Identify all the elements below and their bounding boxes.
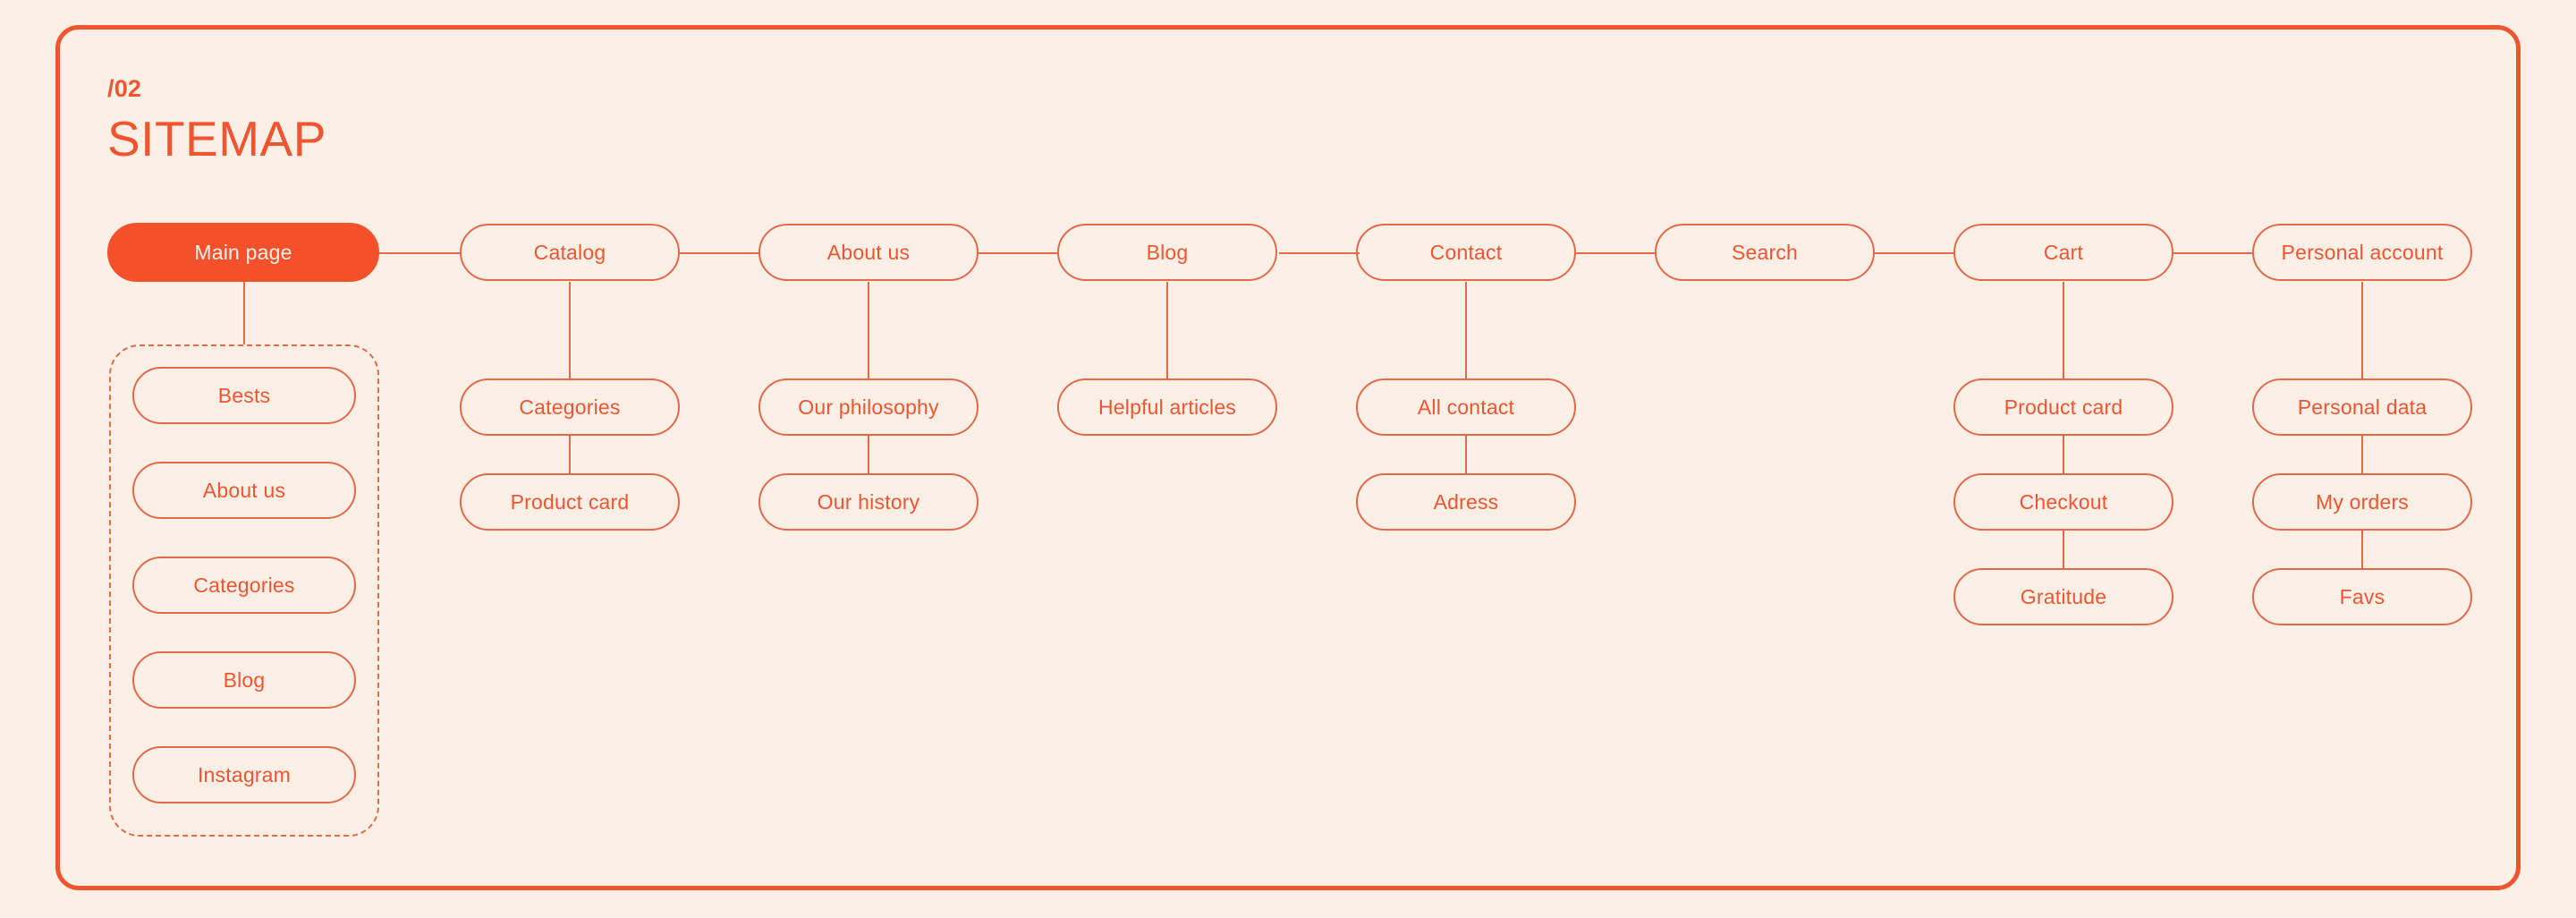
connector-cart-productcard bbox=[2063, 282, 2064, 378]
node-cart[interactable]: Cart bbox=[1953, 224, 2174, 281]
node-adress[interactable]: Adress bbox=[1356, 473, 1576, 531]
node-personal-account[interactable]: Personal account bbox=[2252, 224, 2472, 281]
node-about-us[interactable]: About us bbox=[758, 224, 979, 281]
connector-main-group bbox=[243, 282, 245, 344]
connector-blog-articles bbox=[1166, 282, 1168, 378]
connector-account-personaldata bbox=[2361, 282, 2363, 378]
main-page-subnav-group bbox=[109, 344, 379, 837]
node-main-page[interactable]: Main page bbox=[107, 223, 379, 282]
node-catalog-product-card[interactable]: Product card bbox=[460, 473, 680, 531]
connector-philosophy-history bbox=[868, 436, 869, 473]
connector-contact-search bbox=[1576, 252, 1657, 254]
node-catalog-categories[interactable]: Categories bbox=[460, 378, 680, 436]
connector-catalog-categories bbox=[569, 282, 571, 378]
node-our-history[interactable]: Our history bbox=[758, 473, 979, 531]
node-cart-product-card[interactable]: Product card bbox=[1953, 378, 2174, 436]
section-number: /02 bbox=[107, 75, 142, 102]
connector-catalog-about bbox=[680, 252, 760, 254]
page-header: /02 SITEMAP bbox=[107, 77, 326, 164]
node-gratitude[interactable]: Gratitude bbox=[1953, 568, 2174, 625]
node-catalog[interactable]: Catalog bbox=[460, 224, 680, 281]
sitemap-frame bbox=[55, 25, 2521, 890]
connector-about-philosophy bbox=[868, 282, 869, 378]
node-checkout[interactable]: Checkout bbox=[1953, 473, 2174, 531]
page-title: SITEMAP bbox=[107, 111, 326, 166]
connector-search-cart bbox=[1875, 252, 1955, 254]
node-contact[interactable]: Contact bbox=[1356, 224, 1576, 281]
node-blog[interactable]: Blog bbox=[1057, 224, 1277, 281]
connector-categories-productcard bbox=[569, 436, 571, 473]
node-group-about-us[interactable]: About us bbox=[132, 462, 356, 519]
connector-personaldata-myorders bbox=[2361, 436, 2363, 473]
connector-about-blog bbox=[979, 252, 1059, 254]
connector-myorders-favs bbox=[2361, 531, 2363, 568]
node-instagram[interactable]: Instagram bbox=[132, 746, 356, 803]
connector-checkout-gratitude bbox=[2063, 531, 2064, 568]
connector-productcard-checkout bbox=[2063, 436, 2064, 473]
node-favs[interactable]: Favs bbox=[2252, 568, 2472, 625]
node-search[interactable]: Search bbox=[1655, 224, 1875, 281]
node-helpful-articles[interactable]: Helpful articles bbox=[1057, 378, 1277, 436]
node-group-blog[interactable]: Blog bbox=[132, 651, 356, 709]
node-all-contact[interactable]: All contact bbox=[1356, 378, 1576, 436]
node-my-orders[interactable]: My orders bbox=[2252, 473, 2472, 531]
node-personal-data[interactable]: Personal data bbox=[2252, 378, 2472, 436]
connector-main-catalog bbox=[379, 252, 460, 254]
connector-cart-account bbox=[2174, 252, 2254, 254]
node-bests[interactable]: Bests bbox=[132, 367, 356, 424]
connector-blog-contact bbox=[1279, 252, 1360, 254]
connector-contact-allcontact bbox=[1465, 282, 1467, 378]
node-our-philosophy[interactable]: Our philosophy bbox=[758, 378, 979, 436]
connector-allcontact-adress bbox=[1465, 436, 1467, 473]
node-group-categories[interactable]: Categories bbox=[132, 557, 356, 614]
